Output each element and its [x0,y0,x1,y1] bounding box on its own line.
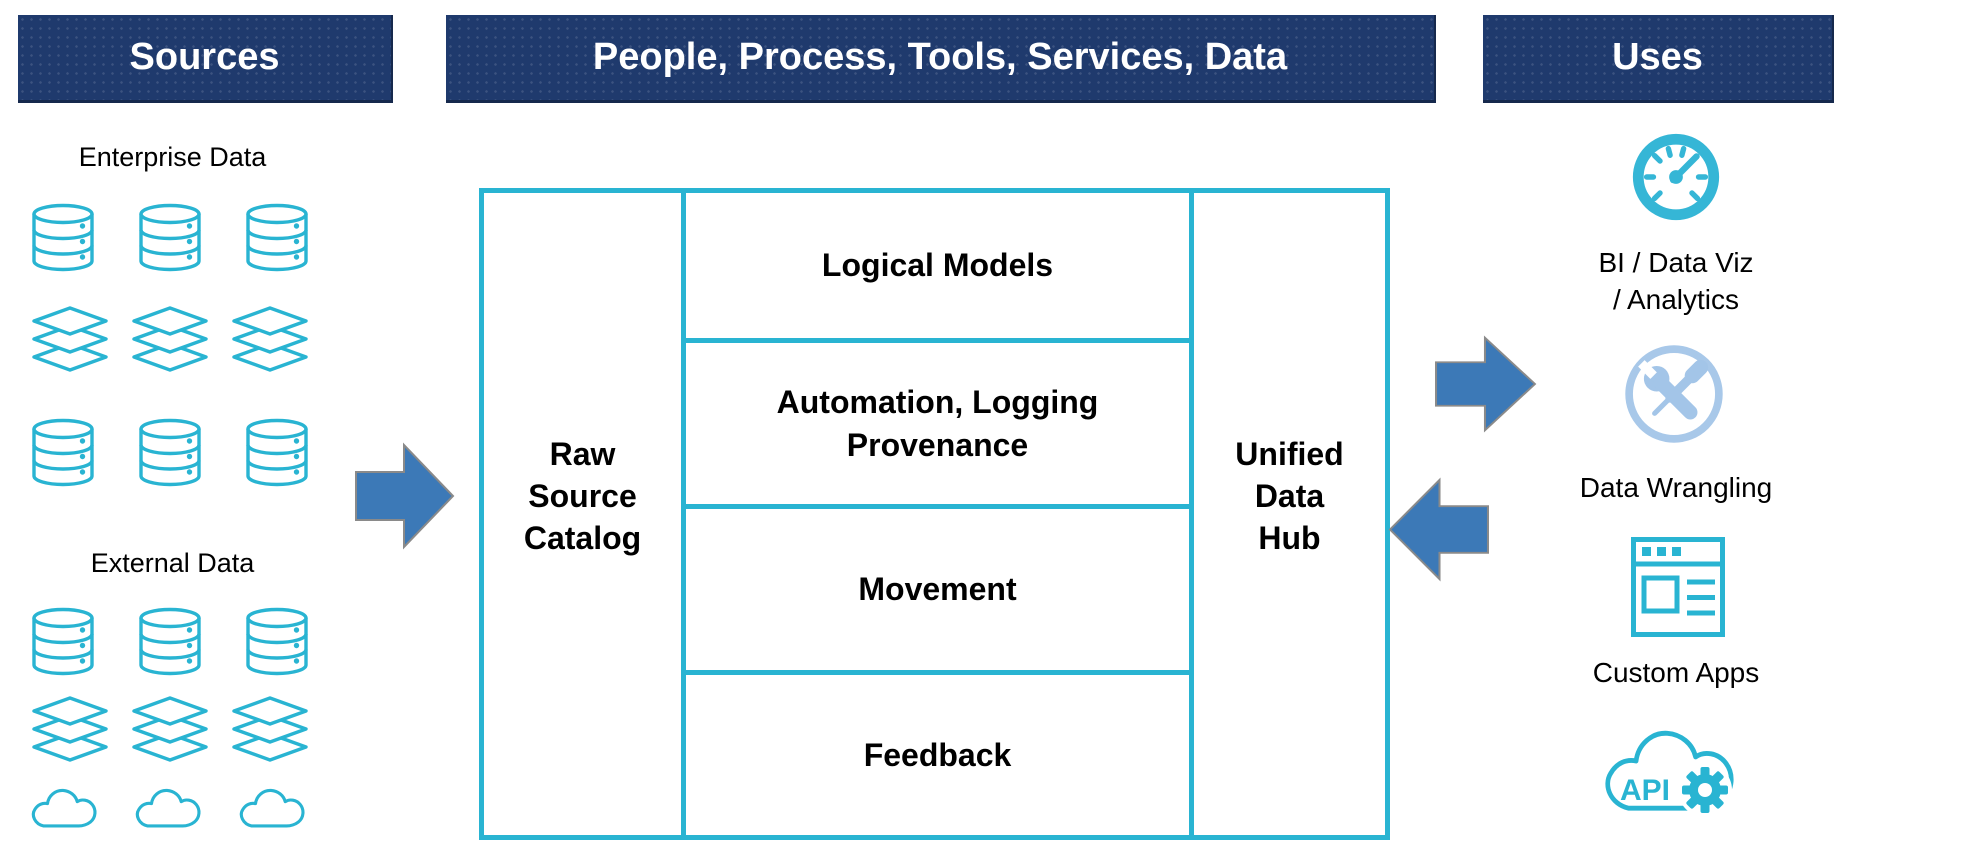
unified-data-hub-label: Unified Data Hub [1235,435,1344,557]
database-icon [30,607,96,677]
logical-models-cell: Logical Models [686,193,1189,338]
cloud-icon [30,784,102,831]
database-icon [137,607,203,677]
uses-to-hub-arrow-icon [1388,477,1489,582]
movement-cell: Movement [686,504,1189,670]
raw-source-catalog-label: Raw Source Catalog [523,435,642,557]
external-data-label: External Data [90,548,255,578]
database-icon [244,203,310,273]
layers-icon [230,696,310,762]
people-process-header-label: People, Process, Tools, Services, Data [592,36,1288,78]
sources-header-label: Sources [129,36,280,78]
crossed-tools-icon [1625,345,1723,443]
custom-apps-label: Custom Apps [1592,657,1760,688]
hub-middle-column: Logical Models Automation, Logging Prove… [686,193,1189,835]
data-wrangling-label: Data Wrangling [1579,472,1773,503]
hub-box: Raw Source Catalog Logical Models Automa… [479,188,1390,840]
external-cloud-row [30,784,310,831]
movement-label: Movement [858,571,1017,608]
database-icon [30,418,96,488]
feedback-cell: Feedback [686,670,1189,835]
uses-header-label: Uses [1612,36,1703,78]
cloud-icon [134,784,206,831]
external-layers-row [30,696,310,762]
automation-logging-provenance-cell: Automation, Logging Provenance [686,338,1189,504]
database-icon [244,607,310,677]
people-process-header: People, Process, Tools, Services, Data [446,15,1436,103]
layers-icon [130,306,210,372]
sources-header: Sources [18,15,393,103]
enterprise-database-row [30,203,310,273]
database-icon [30,203,96,273]
cloud-icon [238,784,310,831]
layers-icon [30,306,110,372]
api-text: API [1620,774,1670,807]
browser-window-icon [1631,537,1725,637]
enterprise-layers-row [30,306,310,372]
raw-source-catalog-cell: Raw Source Catalog [484,193,686,835]
feedback-label: Feedback [863,736,1012,773]
bi-dataviz-analytics-label: BI / Data Viz / Analytics [1598,247,1754,315]
database-icon [244,418,310,488]
layers-icon [30,696,110,762]
database-icon [137,203,203,273]
api-cloud-gear-icon: API [1605,730,1734,817]
layers-icon [130,696,210,762]
gauge-icon [1632,133,1720,221]
database-icon [137,418,203,488]
layers-icon [230,306,310,372]
enterprise-data-label: Enterprise Data [78,142,267,172]
enterprise-database-row-2 [30,418,310,488]
unified-data-hub-cell: Unified Data Hub [1189,193,1385,835]
sources-to-hub-arrow-icon [355,442,455,550]
external-database-row [30,607,310,677]
uses-header: Uses [1483,15,1834,103]
automation-logging-provenance-label: Automation, Logging Provenance [776,384,1099,463]
logical-models-label: Logical Models [821,247,1054,284]
hub-to-uses-arrow-icon [1435,335,1537,433]
